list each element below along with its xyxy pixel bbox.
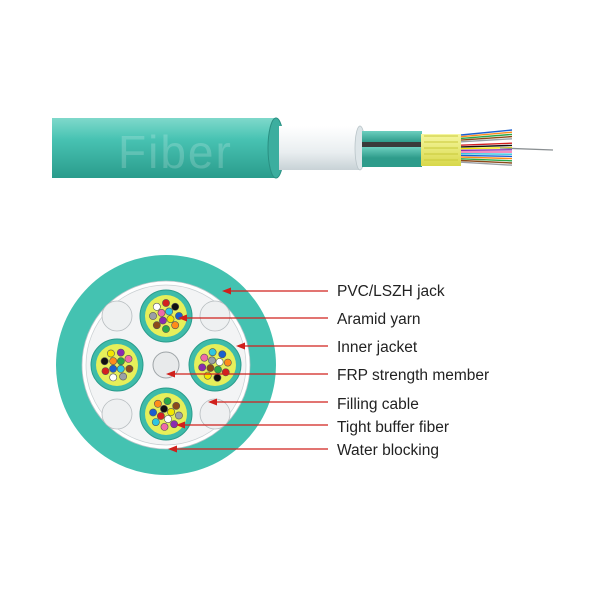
sub-unit [139, 289, 193, 343]
callout-tight-buffer-fiber: Tight buffer fiber [176, 419, 449, 436]
callout-label: Tight buffer fiber [337, 419, 449, 436]
callout-filling-cable: Filling cable [208, 396, 419, 413]
tight-buffer-fiber [171, 321, 180, 330]
tight-buffer-fiber [149, 312, 157, 320]
tight-buffer-fiber [109, 373, 118, 382]
tight-buffer-fiber [162, 299, 170, 307]
fiber-strand [460, 135, 513, 141]
tight-buffer-fiber [158, 316, 167, 325]
tight-buffer-fiber [164, 415, 172, 423]
sub-units [90, 289, 242, 441]
fiber-strand [460, 144, 513, 148]
outer-jacket-side [52, 118, 278, 178]
tight-buffer-fiber [116, 348, 125, 357]
tight-buffer-fiber [167, 408, 175, 416]
tight-buffer-fiber [162, 325, 170, 333]
tight-buffer-fiber [221, 368, 230, 377]
tight-buffer-fiber [152, 321, 161, 330]
watermark-text: Fiber [118, 126, 233, 178]
water-blocking-tape-side [279, 126, 361, 170]
callout-label: Filling cable [337, 396, 419, 413]
filling-cable [199, 398, 231, 430]
tight-buffer-fiber [109, 357, 118, 365]
tight-buffer-fiber [223, 358, 232, 367]
tight-buffer-fiber [166, 315, 175, 323]
tight-buffer-fiber [198, 363, 207, 372]
cable-cross-section [56, 255, 276, 475]
tight-buffer-fiber [101, 367, 110, 375]
filling-cable [101, 300, 133, 332]
callout-aramid-yarn: Aramid yarn [178, 311, 421, 328]
tight-buffer-fiber [208, 348, 217, 357]
tight-buffer-fiber [125, 364, 134, 373]
tight-buffer-fiber [170, 420, 178, 429]
fiber-strand [460, 159, 513, 164]
fiber-strand [460, 158, 513, 162]
sub-unit [90, 338, 144, 392]
callout-label: PVC/LSZH jack [337, 283, 445, 300]
callout-label: Aramid yarn [337, 311, 421, 328]
tight-buffer-fiber [107, 349, 115, 358]
sub-units-side [362, 131, 422, 167]
tight-buffer-fiber [151, 418, 160, 426]
aramid-yarn-side [421, 134, 461, 166]
tight-buffer-fiber [124, 354, 133, 363]
tight-buffer-fiber [153, 399, 162, 408]
fiber-strand [460, 138, 513, 143]
tight-buffer-fiber [116, 364, 125, 373]
tight-buffer-fiber [156, 412, 165, 420]
tight-buffer-fiber [208, 356, 216, 365]
tight-buffer-fiber [119, 372, 127, 381]
callout-label: FRP strength member [337, 367, 489, 384]
fiber-strand [460, 142, 513, 146]
fiber-strand [460, 129, 513, 136]
tight-buffer-fiber [109, 364, 117, 373]
callout-label: Inner jacket [337, 339, 418, 356]
sub-unit [188, 338, 242, 392]
callout-frp-strength-member: FRP strength member [166, 367, 489, 384]
fiber-strand [460, 154, 513, 158]
tight-buffer-fiber [160, 422, 169, 431]
callouts: PVC/LSZH jack Aramid yarn Inner jacket F… [166, 283, 489, 459]
filling-cable [199, 300, 231, 332]
callout-label: Water blocking [337, 442, 439, 459]
fiber-strand [460, 133, 513, 140]
tight-buffer-fiber [206, 364, 215, 372]
callout-water-blocking: Water blocking [168, 442, 439, 459]
tight-buffer-fiber [160, 404, 168, 413]
tight-buffer-fiber [171, 302, 180, 311]
center-rod-side [499, 147, 554, 151]
tight-buffer-fiber [157, 308, 166, 317]
tight-buffer-fiber [215, 358, 224, 366]
tight-buffer-fiber [100, 357, 109, 366]
aramid-yarn-fill [96, 344, 138, 386]
tight-buffer-fiber [172, 401, 181, 410]
tight-buffer-fiber [214, 365, 222, 374]
sub-unit [139, 387, 193, 441]
tight-buffer-fiber [165, 307, 173, 316]
fiber-strand [460, 149, 513, 151]
fiber-strand [460, 153, 513, 155]
cable-side-view: Fiber [52, 117, 554, 179]
fiber-strand [460, 161, 513, 166]
tight-buffer-fiber [152, 302, 161, 311]
tight-buffer-fiber [163, 397, 172, 405]
fiber-strand [460, 131, 513, 138]
filling-cable [101, 398, 133, 430]
tight-buffer-fiber [200, 353, 209, 362]
fiber-strand [460, 140, 513, 145]
tight-buffer-fiber [213, 373, 222, 382]
tight-buffer-fiber [218, 350, 227, 359]
tight-buffer-fiber [174, 411, 183, 420]
tight-buffer-fiber [117, 357, 125, 366]
callout-pvc-lszh-jack: PVC/LSZH jack [222, 283, 445, 300]
tight-buffer-fiber [203, 371, 212, 380]
fiber-strand [460, 163, 513, 169]
callout-inner-jacket: Inner jacket [236, 339, 418, 356]
fiber-strand [460, 156, 513, 160]
tight-buffer-fiber [149, 408, 157, 417]
